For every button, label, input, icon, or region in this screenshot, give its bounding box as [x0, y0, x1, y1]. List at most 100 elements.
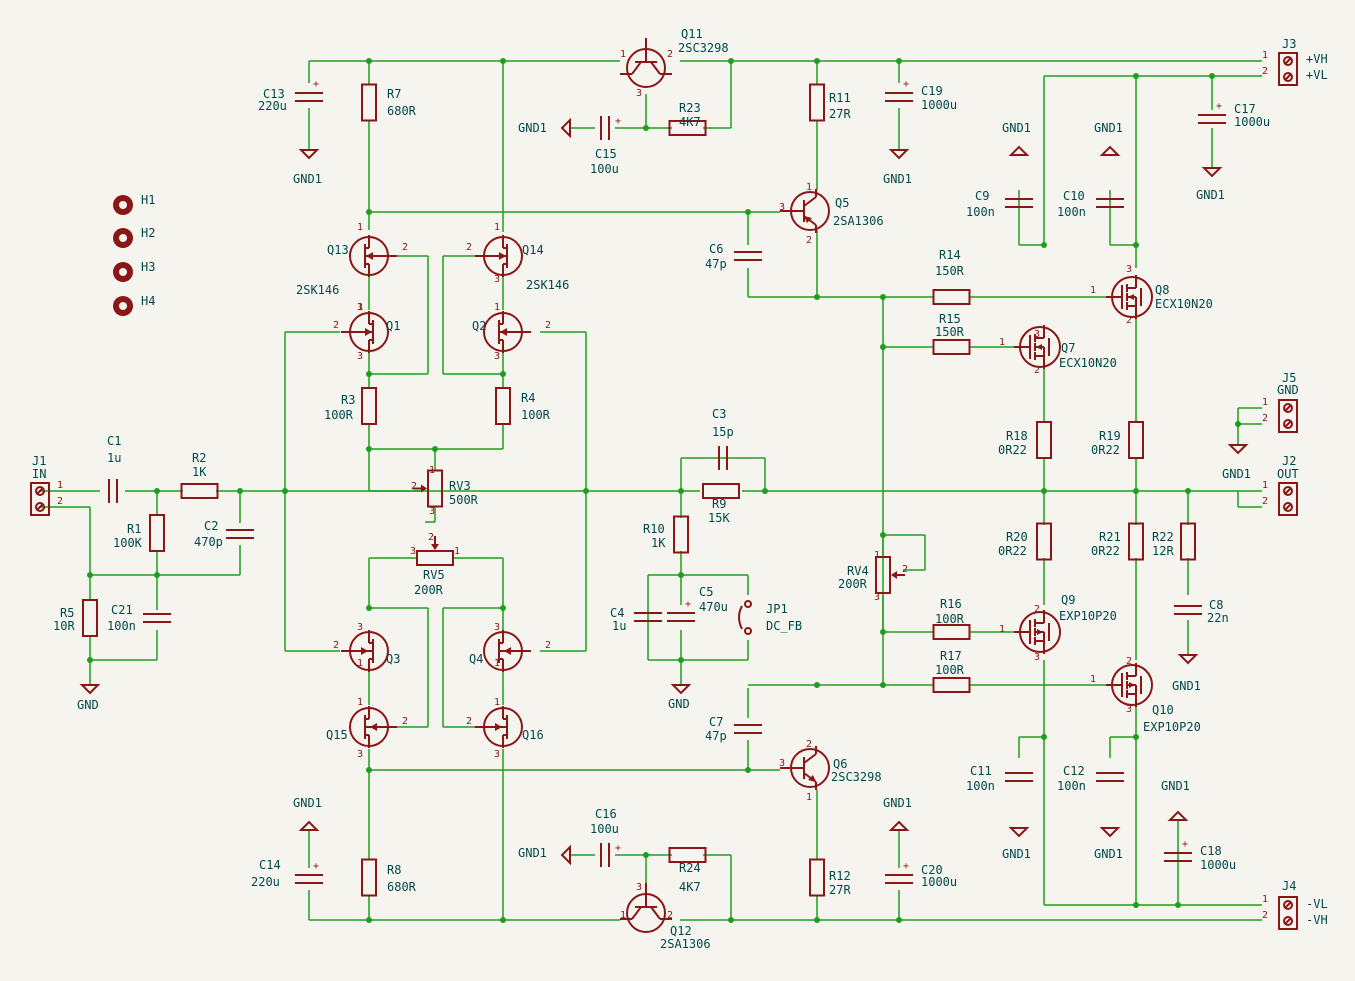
j4-connector[interactable] — [1278, 896, 1298, 930]
label-r23-val: 4K7 — [679, 115, 701, 129]
q5-transistor[interactable] — [780, 189, 830, 233]
c8-capacitor[interactable] — [1174, 605, 1202, 615]
c14-capacitor[interactable]: + — [295, 861, 323, 884]
r20-resistor[interactable] — [1036, 522, 1052, 561]
r2-resistor[interactable] — [180, 483, 219, 499]
q15-jfet[interactable] — [349, 706, 397, 748]
gnd-fb[interactable] — [670, 684, 692, 695]
c1-capacitor[interactable] — [108, 479, 118, 503]
label-c21-ref: C21 — [111, 603, 133, 617]
c16-capacitor[interactable]: + — [600, 843, 621, 867]
q4-jfet[interactable] — [483, 630, 531, 672]
r19-resistor[interactable] — [1128, 421, 1144, 459]
r7-resistor[interactable] — [361, 83, 377, 122]
j3-connector[interactable] — [1278, 52, 1298, 86]
gnd-c19[interactable] — [888, 149, 910, 160]
gnd-c15[interactable] — [560, 117, 571, 139]
q6-transistor[interactable] — [780, 746, 830, 790]
pin-number: 3 — [1126, 704, 1132, 715]
j2-connector[interactable] — [1278, 482, 1298, 516]
r5-resistor[interactable] — [82, 599, 98, 637]
mounting-hole-h2[interactable] — [113, 228, 133, 248]
rv5-potentiometer[interactable] — [416, 536, 454, 566]
gnd-c18[interactable] — [1167, 810, 1189, 821]
gnd-c20[interactable] — [888, 820, 910, 831]
q10-mosfet[interactable] — [1106, 663, 1153, 707]
c13-capacitor[interactable]: + — [295, 79, 323, 102]
q1-jfet[interactable] — [341, 311, 389, 353]
r4-resistor[interactable] — [495, 387, 511, 425]
label-r14-ref: R14 — [939, 248, 961, 262]
c3-capacitor[interactable] — [718, 446, 728, 470]
gnd-c8[interactable] — [1177, 654, 1199, 665]
label-r24-val: 4K7 — [679, 880, 701, 894]
q11-transistor[interactable] — [620, 38, 672, 88]
q7-mosfet[interactable] — [1014, 325, 1061, 369]
r8-resistor[interactable] — [361, 858, 377, 897]
gnd-c13[interactable] — [298, 149, 320, 160]
c19-capacitor[interactable]: + — [885, 79, 913, 102]
r22-resistor[interactable] — [1180, 522, 1196, 561]
pin-number: 2 — [411, 481, 417, 492]
r21-resistor[interactable] — [1128, 522, 1144, 561]
rv4-potentiometer[interactable] — [875, 556, 905, 594]
c20-capacitor[interactable]: + — [885, 861, 913, 884]
r18-resistor[interactable] — [1036, 421, 1052, 459]
gnd-c11[interactable] — [1008, 827, 1030, 838]
c2-capacitor[interactable] — [226, 529, 254, 539]
c15-capacitor[interactable]: + — [600, 116, 621, 140]
r12-resistor[interactable] — [809, 858, 825, 897]
label-j1-val: IN — [32, 467, 46, 481]
r10-resistor[interactable] — [673, 515, 689, 554]
jp1-jumper[interactable] — [738, 600, 752, 635]
r24-resistor[interactable] — [668, 847, 707, 863]
r3-resistor[interactable] — [361, 387, 377, 425]
c21-capacitor[interactable] — [143, 613, 171, 623]
mounting-hole-h4[interactable] — [113, 296, 133, 316]
r23-resistor[interactable] — [668, 120, 707, 136]
gnd-j5[interactable] — [1227, 444, 1249, 455]
gnd-in[interactable] — [79, 684, 101, 695]
gnd-c9[interactable] — [1008, 145, 1030, 156]
q13-jfet[interactable] — [349, 235, 397, 277]
c4-capacitor[interactable] — [634, 612, 662, 622]
c7-capacitor[interactable] — [734, 724, 762, 734]
gnd-c16[interactable] — [560, 844, 571, 866]
q9-mosfet[interactable] — [1014, 610, 1061, 654]
j1-connector[interactable] — [30, 482, 50, 516]
label-q15-ref: Q15 — [326, 728, 348, 742]
q14-jfet[interactable] — [475, 235, 523, 277]
c5-capacitor[interactable]: + — [667, 599, 695, 622]
label-c12-val: 100n — [1057, 779, 1086, 793]
rv3-potentiometer[interactable] — [413, 469, 443, 508]
mounting-hole-h3[interactable] — [113, 262, 133, 282]
r17-resistor[interactable] — [932, 677, 971, 693]
c6-capacitor[interactable] — [734, 251, 762, 261]
j5-connector[interactable] — [1278, 399, 1298, 433]
c11-capacitor[interactable] — [1005, 772, 1033, 782]
r9-resistor[interactable] — [702, 483, 740, 499]
r16-resistor[interactable] — [932, 624, 971, 640]
r15-resistor[interactable] — [932, 339, 971, 355]
c10-capacitor[interactable] — [1096, 198, 1124, 208]
r1-resistor[interactable] — [149, 514, 165, 552]
gnd-c17[interactable] — [1201, 167, 1223, 178]
r11-resistor[interactable] — [809, 83, 825, 122]
r14-resistor[interactable] — [932, 289, 971, 305]
c18-capacitor[interactable]: + — [1164, 839, 1192, 862]
c12-capacitor[interactable] — [1096, 772, 1124, 782]
q16-jfet[interactable] — [475, 706, 523, 748]
label-j3-p1: +VH — [1306, 52, 1328, 66]
mounting-hole-h1[interactable] — [113, 195, 133, 215]
q2-jfet[interactable] — [483, 311, 531, 353]
gnd-c10[interactable] — [1099, 145, 1121, 156]
pin-number: 3 — [779, 202, 785, 213]
q3-jfet[interactable] — [341, 630, 389, 672]
gnd-c12[interactable] — [1099, 827, 1121, 838]
c9-capacitor[interactable] — [1005, 198, 1033, 208]
c17-capacitor[interactable]: + — [1198, 101, 1226, 124]
q8-mosfet[interactable] — [1106, 275, 1153, 319]
gnd-c14[interactable] — [298, 820, 320, 831]
q12-transistor[interactable] — [620, 883, 672, 933]
label-c1-ref: C1 — [107, 434, 121, 448]
